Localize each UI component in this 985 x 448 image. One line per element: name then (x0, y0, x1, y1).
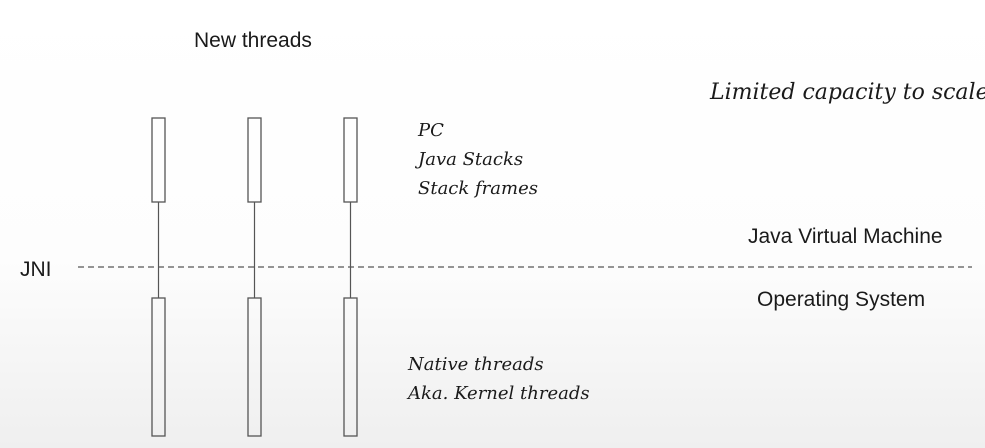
native-thread-notes: Native threads Aka. Kernel threads (408, 350, 590, 408)
native-thread-box (151, 297, 166, 437)
java-thread-box (151, 117, 166, 203)
note-pc: PC (418, 120, 444, 141)
java-thread-box (343, 117, 358, 203)
java-thread-box (247, 117, 262, 203)
note-native-threads: Native threads (408, 354, 544, 375)
thread-3 (343, 117, 358, 437)
note-stack-frames: Stack frames (418, 178, 538, 199)
jni-label: JNI (20, 258, 52, 281)
limited-capacity-note: Limited capacity to scale (710, 80, 985, 105)
os-label: Operating System (757, 288, 926, 311)
thread-2 (247, 117, 262, 437)
native-thread-box (343, 297, 358, 437)
note-kernel-threads: Aka. Kernel threads (408, 383, 590, 404)
native-thread-box (247, 297, 262, 437)
jvm-label: Java Virtual Machine (748, 225, 943, 248)
thread-1 (151, 117, 166, 437)
note-java-stacks: Java Stacks (418, 149, 524, 170)
java-thread-notes: PC Java Stacks Stack frames (418, 116, 538, 203)
new-threads-label: New threads (194, 29, 312, 52)
